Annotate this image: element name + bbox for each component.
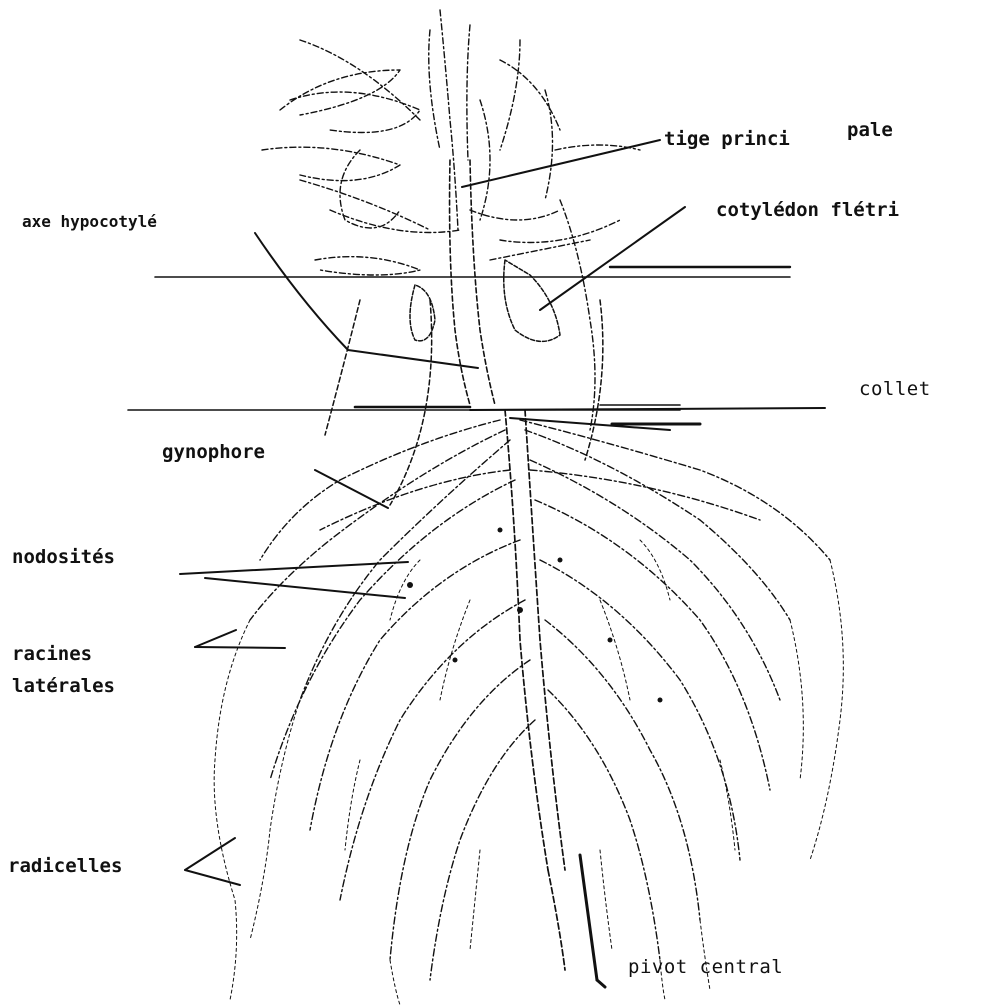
rootlets	[214, 540, 843, 1005]
cotyledons	[410, 260, 560, 341]
label-nodosites: nodosités	[12, 548, 115, 567]
label-gynophore: gynophore	[162, 443, 265, 462]
label-axe-hypocotyle: axe hypocotylé	[22, 214, 157, 230]
label-collet: collet	[859, 380, 931, 399]
label-pivot-central: pivot central	[628, 958, 783, 977]
label-tige-principale-part2: pale	[847, 121, 893, 140]
tap-root	[505, 410, 565, 970]
shoot-foliage	[262, 10, 640, 430]
label-cotyledon-fletri: cotylédon flétri	[716, 201, 899, 220]
lateral-roots	[250, 420, 830, 980]
label-laterales: latérales	[12, 677, 115, 696]
label-tige-principale-part1: tige princi	[664, 130, 790, 149]
label-racines: racines	[12, 645, 92, 664]
reference-lines	[128, 267, 790, 424]
label-radicelles: radicelles	[8, 857, 122, 876]
